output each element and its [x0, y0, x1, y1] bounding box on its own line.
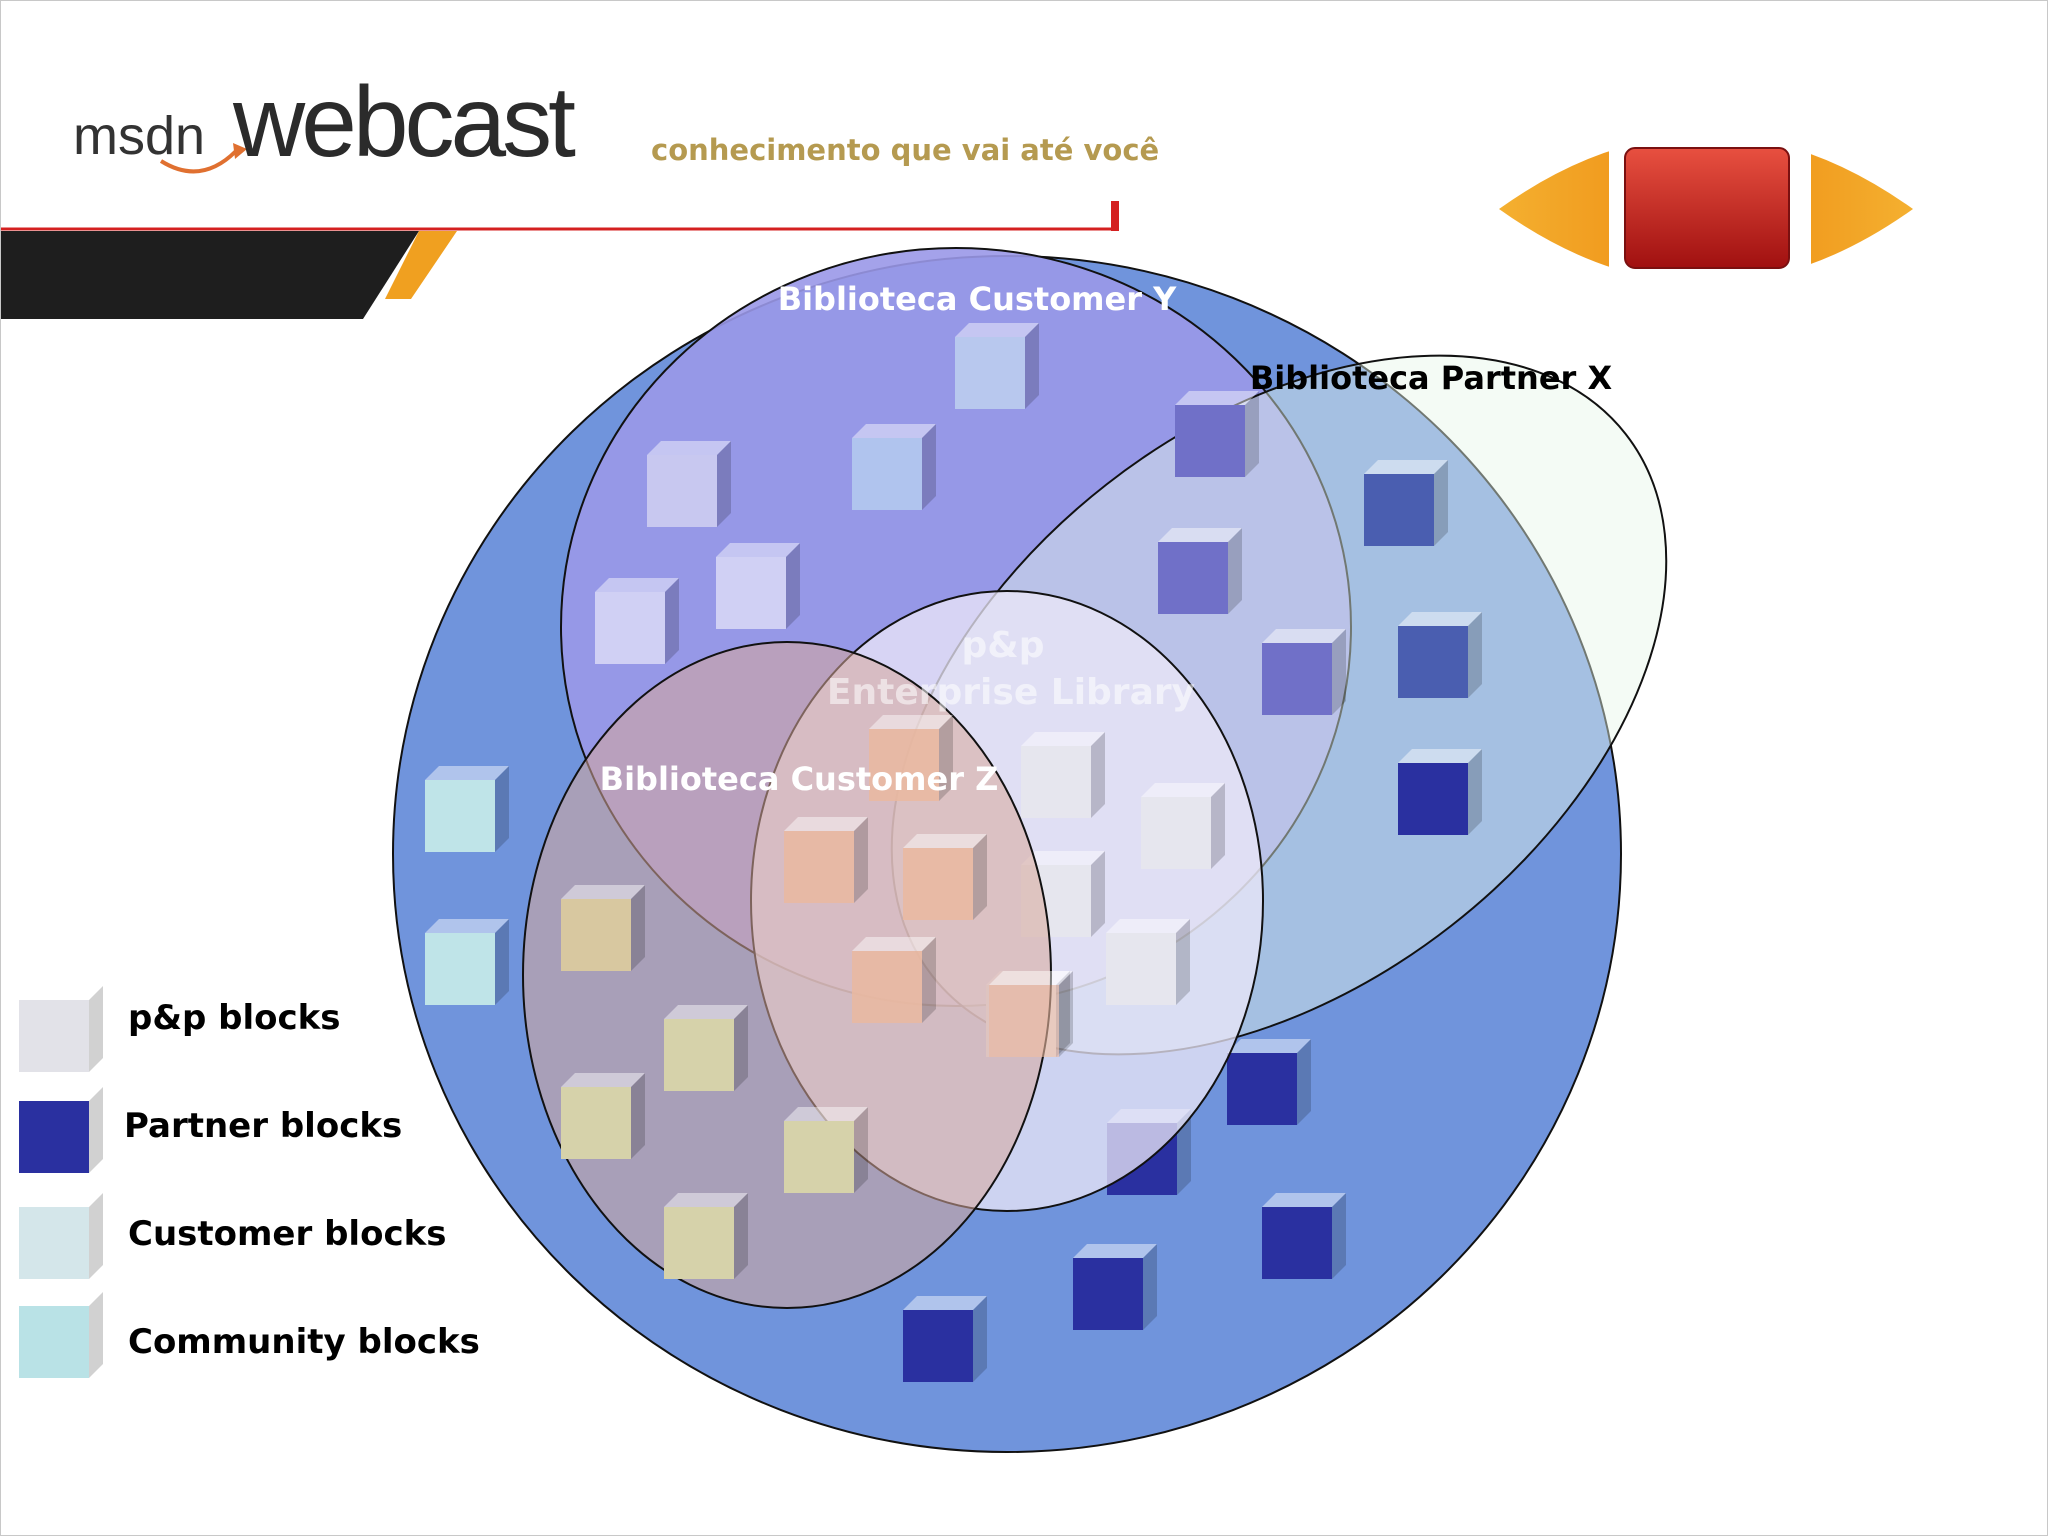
msdn-logo: msdn [73, 106, 206, 166]
community-blocks-swatch-icon [19, 1292, 103, 1378]
header-black-band [1, 231, 419, 319]
pp-blocks-swatch-icon [19, 986, 103, 1072]
eye-logo-icon [1499, 121, 1913, 293]
header-tagline: conhecimento que vai até você [651, 133, 1160, 167]
legend-label-community-blocks: Community blocks [128, 1322, 480, 1362]
header-graphics [1, 121, 1913, 319]
legend-label-partner-blocks: Partner blocks [124, 1106, 403, 1146]
legend-label-customer-blocks: Customer blocks [128, 1214, 447, 1254]
enterprise-label-line1: p&p [962, 625, 1045, 666]
customer-z-circle [522, 641, 1052, 1309]
partner-blocks-swatch-icon [19, 1087, 103, 1173]
logo-swoosh-icon [159, 149, 238, 174]
customer-y-label: Biblioteca Customer Y [778, 280, 1177, 318]
customer-blocks-swatch-icon [19, 1193, 103, 1279]
partner-x-label: Biblioteca Partner X [1250, 359, 1613, 397]
legend-label-pp-blocks: p&p blocks [128, 998, 341, 1038]
header-orange-stripe [385, 231, 457, 299]
webcast-logo: webcast [233, 66, 576, 178]
enterprise-label-line2: Enterprise Library [827, 672, 1195, 713]
customer-z-label: Biblioteca Customer Z [600, 760, 999, 798]
legend-swatches [19, 986, 103, 1378]
